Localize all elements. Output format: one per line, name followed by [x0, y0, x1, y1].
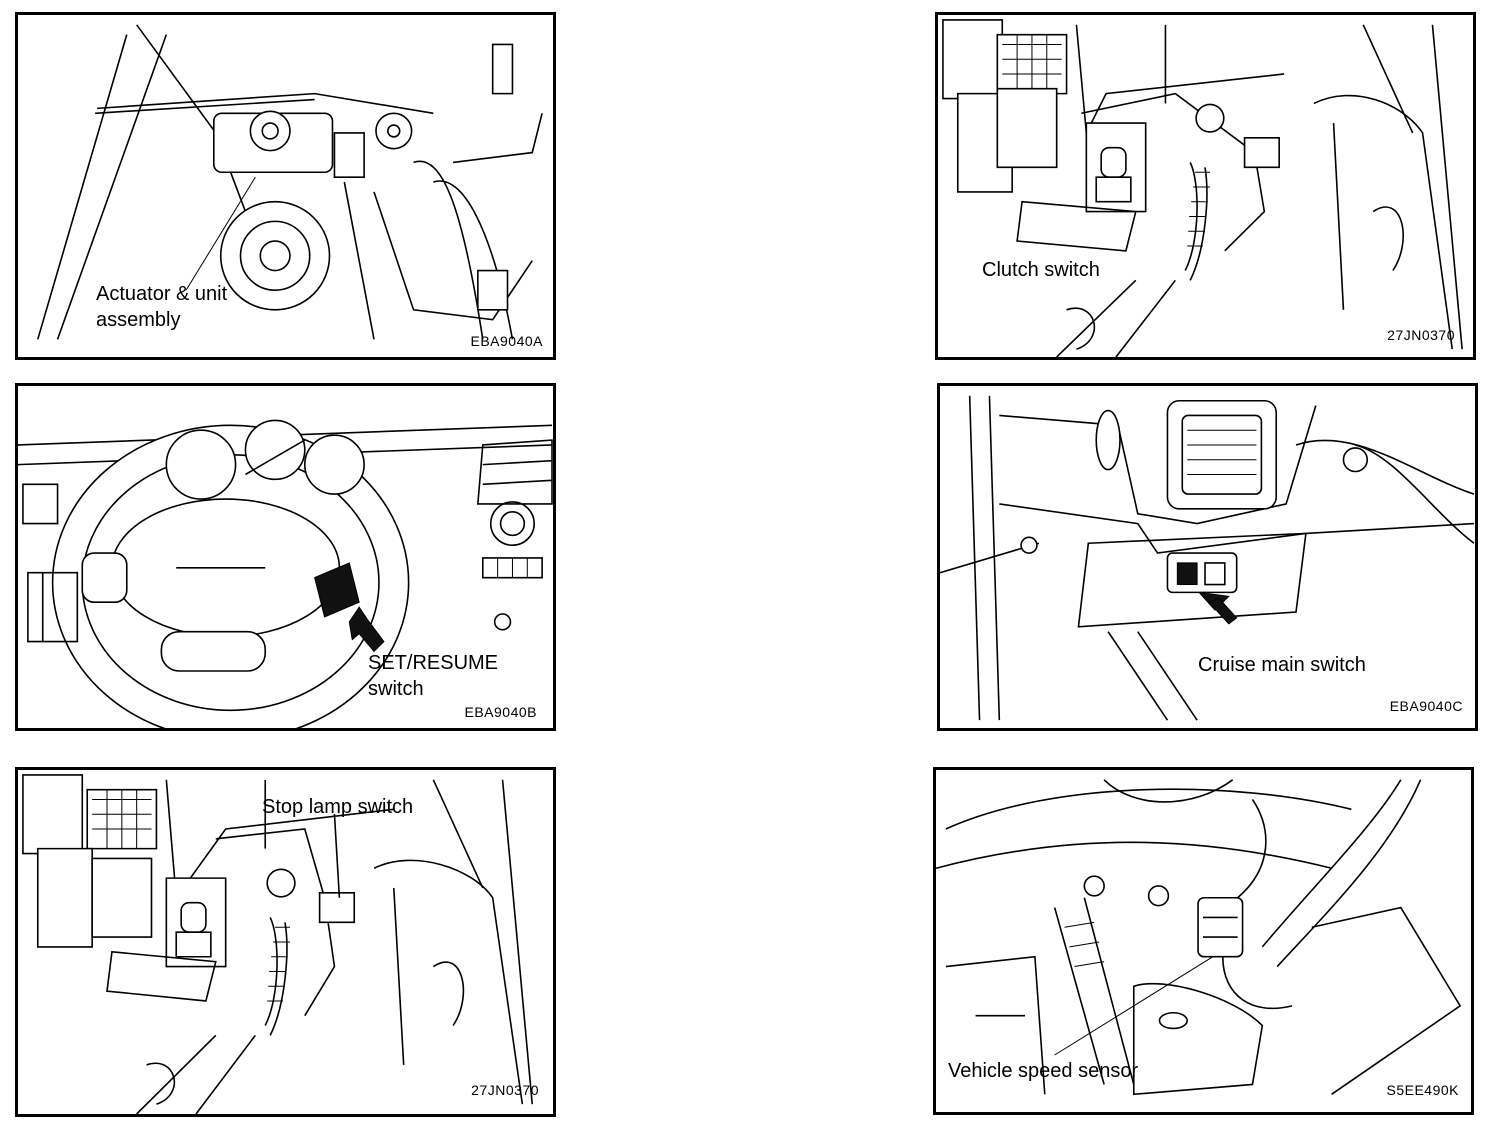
figure-code: EBA9040A [470, 333, 543, 349]
clutch-switch-illustration [938, 15, 1473, 357]
actuator-illustration [18, 15, 553, 357]
figure-code: 27JN0370 [1387, 327, 1455, 343]
stop-lamp-label: Stop lamp switch [262, 796, 414, 818]
cruise-main-label: Cruise main switch [1198, 654, 1366, 676]
cruise-main-panel: Cruise main switch EBA9040C [937, 383, 1478, 731]
set-resume-illustration [18, 386, 553, 728]
figure-code: EBA9040B [464, 704, 537, 720]
cruise-main-illustration [940, 386, 1475, 728]
speed-sensor-panel: Vehicle speed sensor S5EE490K [933, 767, 1474, 1115]
figure-code: 27JN0370 [471, 1082, 539, 1098]
set-resume-label: SET/RESUME switch [368, 652, 499, 700]
clutch-switch-label: Clutch switch [982, 259, 1100, 281]
stop-lamp-panel: Stop lamp switch 27JN0370 [15, 767, 556, 1117]
clutch-switch-panel: Clutch switch 27JN0370 [935, 12, 1476, 360]
actuator-label: Actuator & unit assembly [96, 283, 228, 331]
figure-code: S5EE490K [1386, 1082, 1459, 1098]
speed-sensor-label: Vehicle speed sensor [948, 1060, 1139, 1082]
set-resume-panel: SET/RESUME switch EBA9040B [15, 383, 556, 731]
figure-code: EBA9040C [1389, 698, 1463, 714]
actuator-panel: Actuator & unit assembly EBA9040A [15, 12, 556, 360]
stop-lamp-illustration [18, 770, 553, 1114]
speed-sensor-illustration [936, 770, 1471, 1112]
